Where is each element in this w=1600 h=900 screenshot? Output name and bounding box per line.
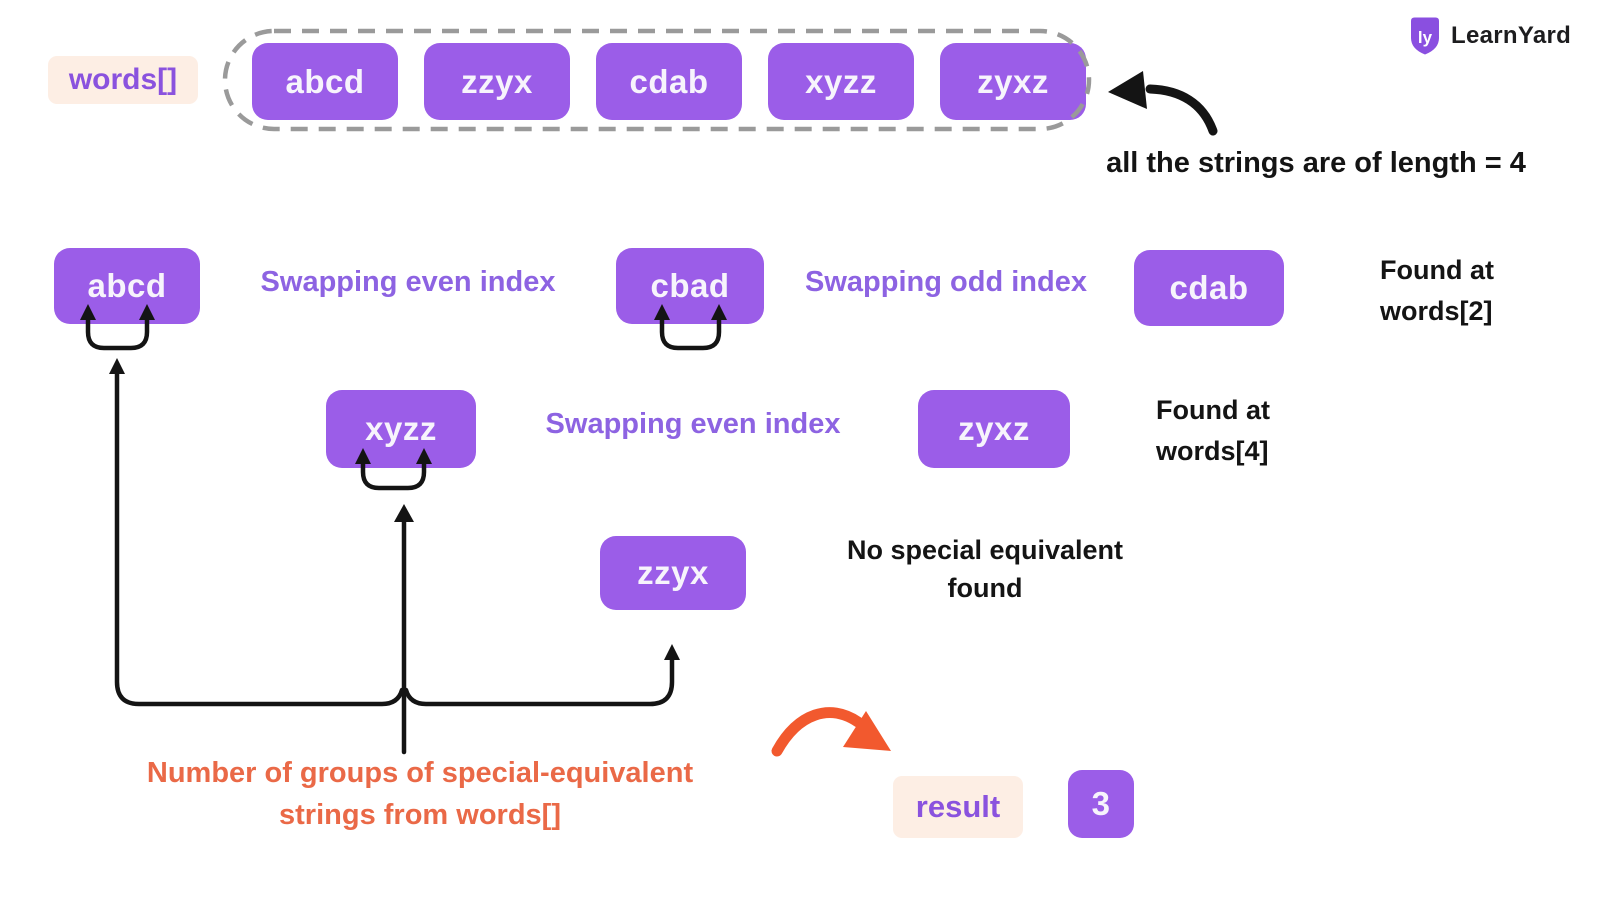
word-box-abcd: abcd	[54, 248, 200, 324]
array-item-box: xyzz	[768, 43, 914, 120]
no-equivalent-line2: found	[947, 572, 1023, 603]
result-value-box: 3	[1068, 770, 1134, 838]
array-item-box: abcd	[252, 43, 398, 120]
found-note-words2: Found at words[2]	[1380, 250, 1494, 331]
word-box-cdab: cdab	[1134, 250, 1284, 326]
result-arrow-icon	[771, 707, 891, 757]
length-annotation: all the strings are of length = 4	[1106, 147, 1526, 179]
learnyard-logo-text: LearnYard	[1451, 22, 1572, 49]
no-equivalent-note: No special equivalent found	[800, 532, 1170, 608]
found-note-line1: Found at	[1156, 395, 1270, 425]
words-array-label: words[]	[48, 56, 198, 104]
word-box-zyxz: zyxz	[918, 390, 1070, 468]
groups-caption-line2: strings from words[]	[279, 799, 561, 832]
groups-caption: Number of groups of special-equivalent s…	[88, 752, 752, 836]
array-item-box: zzyx	[424, 43, 570, 120]
no-equivalent-line1: No special equivalent	[846, 535, 1124, 565]
learnyard-logo-icon: ly	[1411, 17, 1439, 55]
array-item-box: cdab	[596, 43, 742, 120]
word-box-cbad: cbad	[616, 248, 764, 324]
result-label: result	[893, 776, 1023, 838]
found-note-words4: Found at words[4]	[1156, 390, 1270, 471]
learnyard-logo: ly LearnYard	[1408, 16, 1571, 56]
array-item-box: zyxz	[940, 43, 1086, 120]
found-note-line2: words[2]	[1380, 295, 1493, 326]
word-box-zzyx: zzyx	[600, 536, 746, 610]
found-note-line1: Found at	[1380, 255, 1494, 285]
step-label-even-1: Swapping even index	[260, 266, 556, 298]
word-box-xyzz: xyzz	[326, 390, 476, 468]
groups-caption-line1: Number of groups of special-equivalent	[146, 757, 694, 789]
found-note-line2: words[4]	[1156, 435, 1269, 466]
step-label-odd-1: Swapping odd index	[805, 266, 1087, 298]
array-pointer-arrow-icon	[1108, 71, 1218, 136]
learnyard-monogram: ly	[1418, 28, 1433, 47]
step-label-even-2: Swapping even index	[545, 408, 841, 440]
